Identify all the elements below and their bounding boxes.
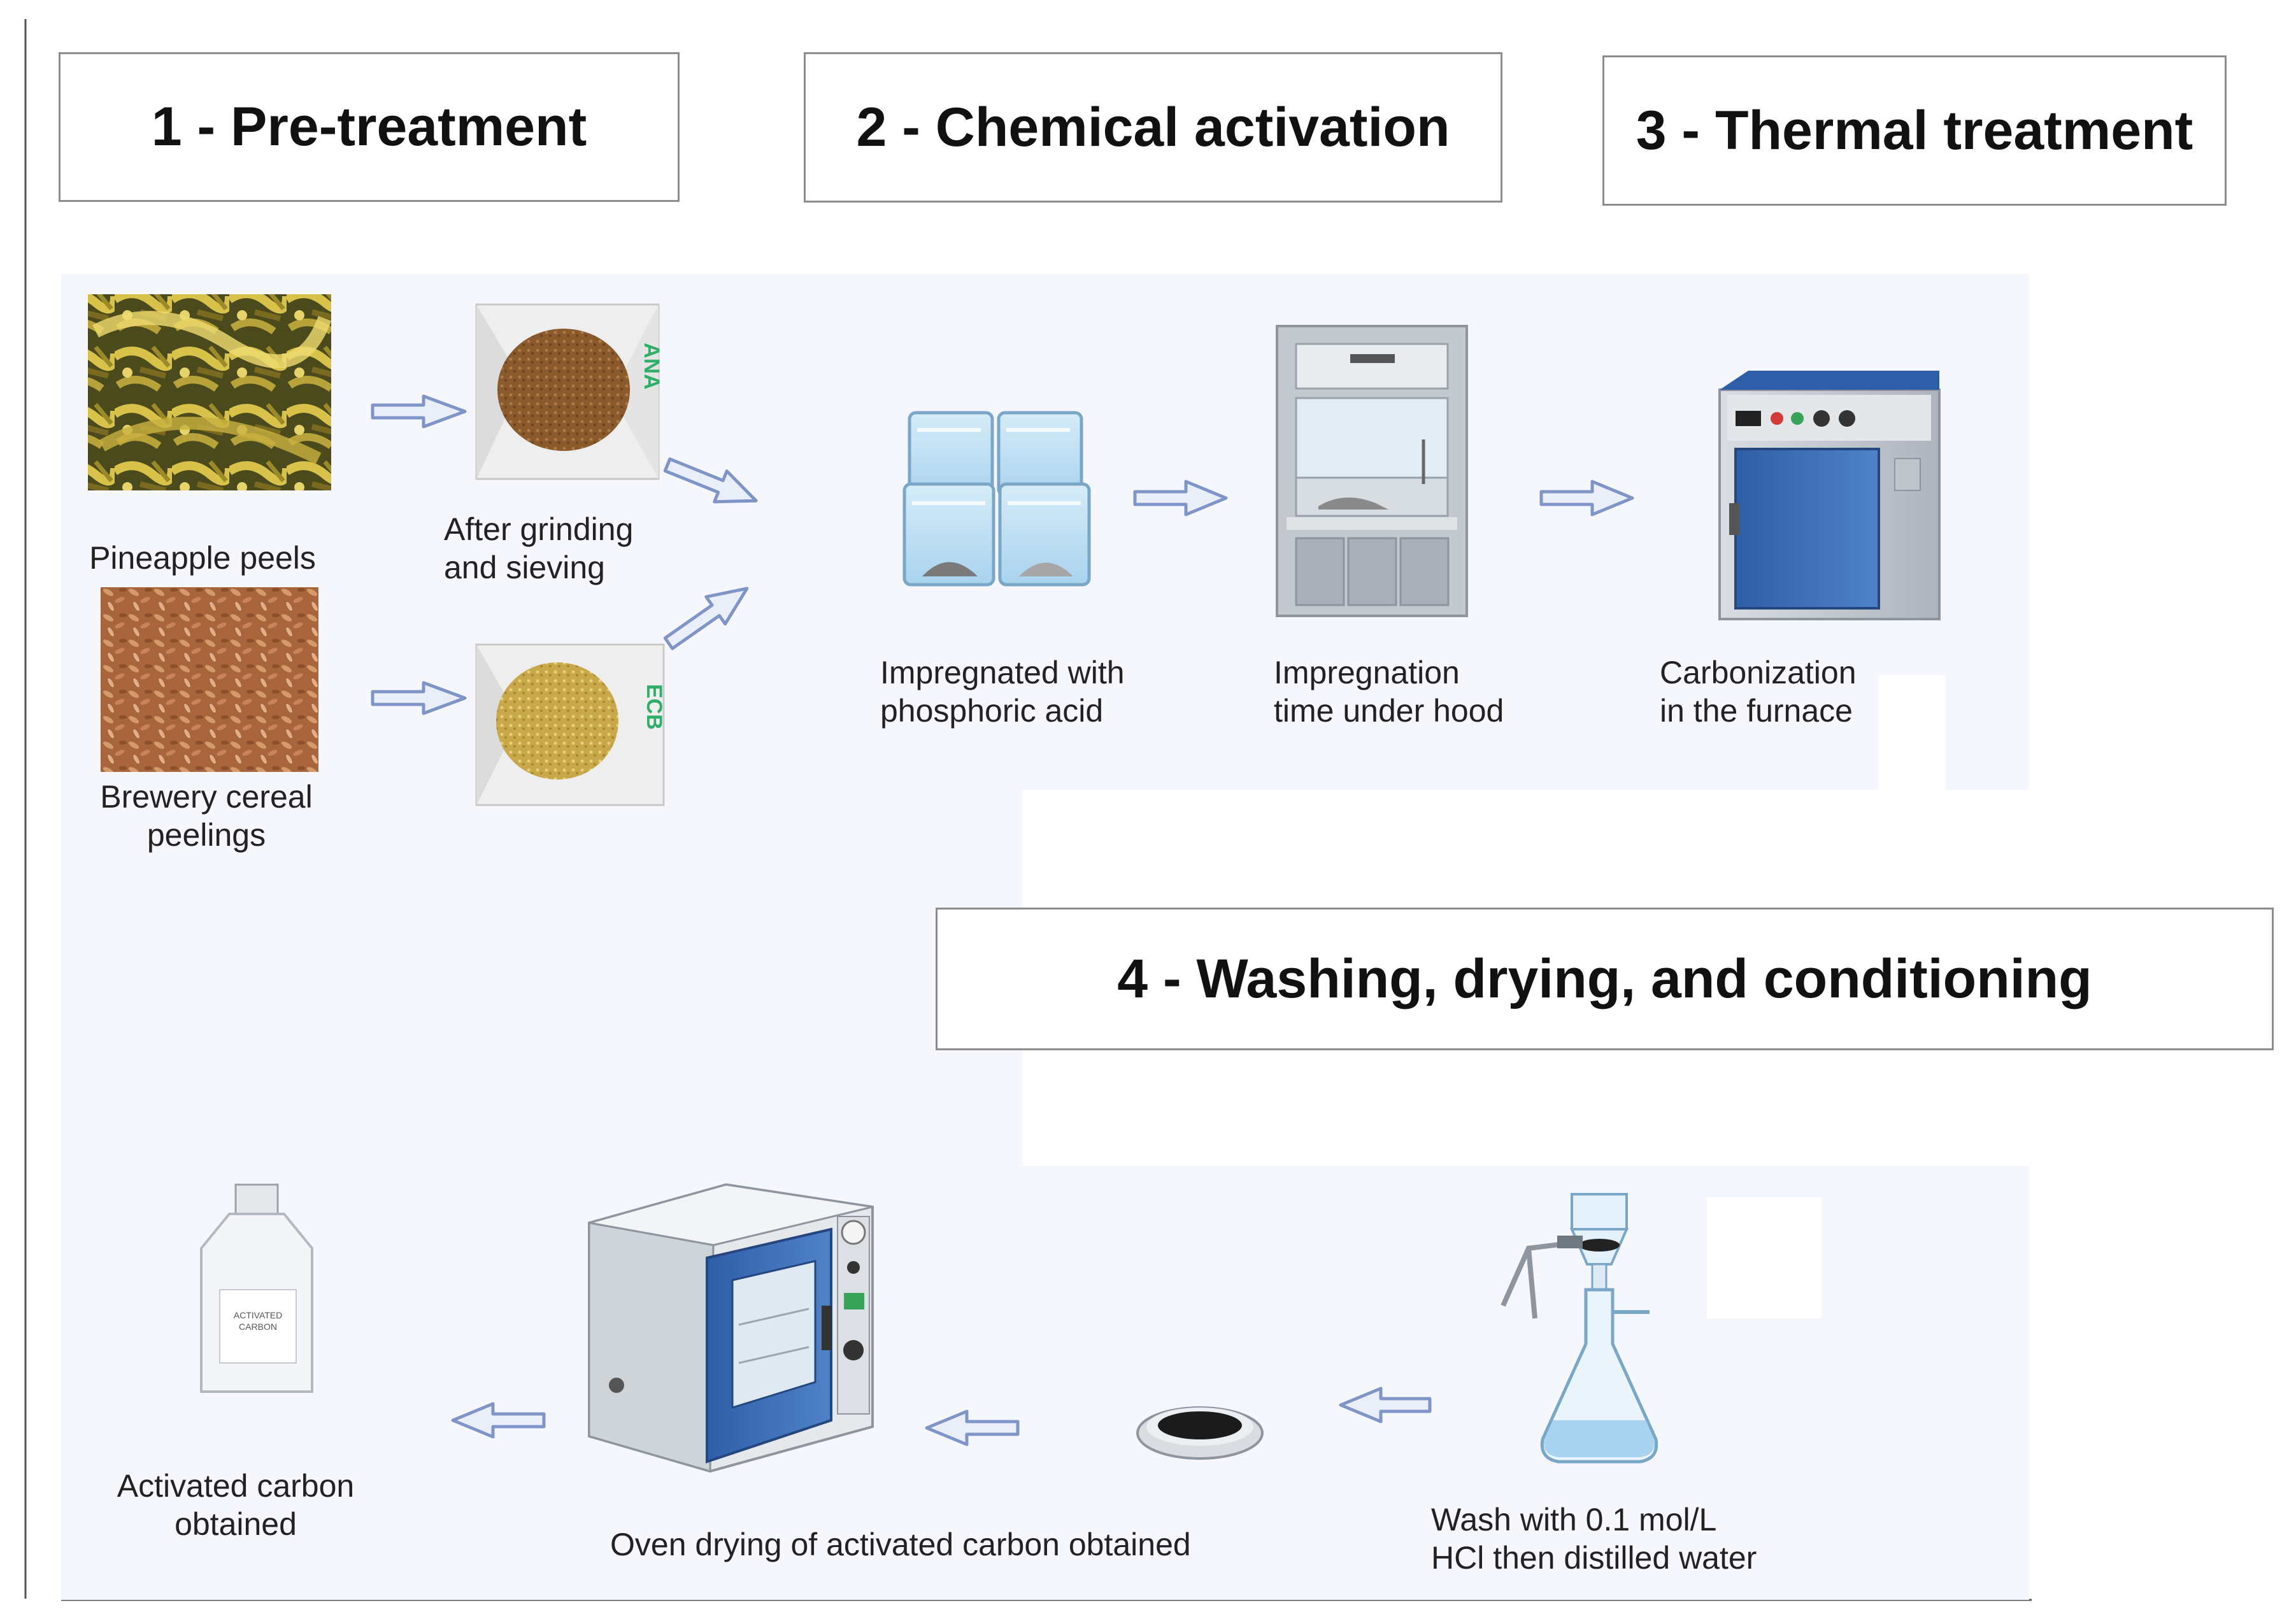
ground-pineapple-sample: ANA — [475, 303, 664, 480]
bag-label-ana: ANA — [639, 343, 664, 390]
caption-wash: Wash with 0.1 mol/L HCl then distilled w… — [1431, 1501, 1757, 1577]
ground-brewery-sample: ECB — [475, 643, 666, 806]
beakers-illustration — [902, 411, 1091, 587]
phase-3-header: 3 - Thermal treatment — [1602, 55, 2227, 206]
arrow-brewery-to-activation — [663, 587, 749, 650]
arrow-peels-to-grinding — [371, 394, 467, 429]
caption-grinding-line-1: After grinding — [444, 511, 634, 547]
caption-carbonization: Carbonization in the furnace — [1660, 653, 1857, 730]
phase-2-header: 2 - Chemical activation — [804, 52, 1502, 203]
caption-brewery-line-2: peelings — [146, 817, 266, 853]
caption-brewery-line-1: Brewery cereal — [100, 779, 313, 815]
caption-carbonization-line-1: Carbonization — [1660, 655, 1857, 690]
caption-pineapple-peels: Pineapple peels — [89, 540, 316, 576]
caption-grinding: After grinding and sieving — [444, 510, 633, 587]
caption-impregnated-line-2: phosphoric acid — [880, 693, 1104, 729]
phase-4-header: 4 - Washing, drying, and conditioning — [936, 908, 2274, 1050]
phase-1-header: 1 - Pre-treatment — [59, 52, 680, 202]
caption-activated-carbon-line-1: Activated carbon — [117, 1468, 355, 1504]
caption-carbonization-line-2: in the furnace — [1660, 693, 1853, 729]
caption-wash-line-2: HCl then distilled water — [1431, 1540, 1757, 1576]
white-notches — [1707, 675, 1945, 1318]
vacuum-filtration-illustration — [1501, 1193, 1658, 1464]
caption-activated-carbon-line-2: obtained — [175, 1506, 297, 1542]
arrow-filter-to-dish — [1339, 1387, 1432, 1423]
caption-impregnation-time-line-2: time under hood — [1274, 693, 1504, 729]
drying-oven-illustration — [588, 1183, 874, 1473]
furnace-illustration — [1718, 371, 1941, 620]
brewery-peelings-photo — [101, 587, 318, 772]
activated-carbon-bottle: ACTIVATED CARBON — [200, 1183, 313, 1393]
arrow-beakers-to-hood — [1133, 480, 1228, 517]
caption-activated-carbon: Activated carbon obtained — [108, 1467, 363, 1543]
caption-oven-drying: Oven drying of activated carbon obtained — [610, 1527, 1191, 1562]
petri-dish-illustration — [1136, 1406, 1264, 1460]
fume-hood-illustration — [1276, 325, 1468, 617]
caption-wash-line-1: Wash with 0.1 mol/L — [1431, 1502, 1717, 1537]
bottle-label-line-2: CARBON — [239, 1322, 277, 1332]
arrow-brewery-to-grinding — [371, 681, 467, 715]
caption-impregnated-line-1: Impregnated with — [880, 655, 1125, 690]
caption-grinding-line-2: and sieving — [444, 550, 605, 585]
arrow-oven-to-bottle — [451, 1402, 546, 1439]
bag-label-ecb: ECB — [642, 684, 666, 730]
caption-brewery: Brewery cereal peelings — [79, 778, 334, 854]
caption-impregnation-time: Impregnation time under hood — [1274, 653, 1504, 730]
pineapple-peels-photo — [88, 294, 332, 490]
background-panels — [61, 274, 2029, 1600]
arrow-hood-to-furnace — [1539, 480, 1634, 517]
caption-impregnated: Impregnated with phosphoric acid — [880, 653, 1125, 730]
bottle-label-line-1: ACTIVATED — [234, 1310, 283, 1320]
caption-impregnation-time-line-1: Impregnation — [1274, 655, 1460, 690]
arrow-dish-to-oven — [925, 1409, 1020, 1446]
arrow-pineapple-to-activation — [663, 457, 758, 504]
